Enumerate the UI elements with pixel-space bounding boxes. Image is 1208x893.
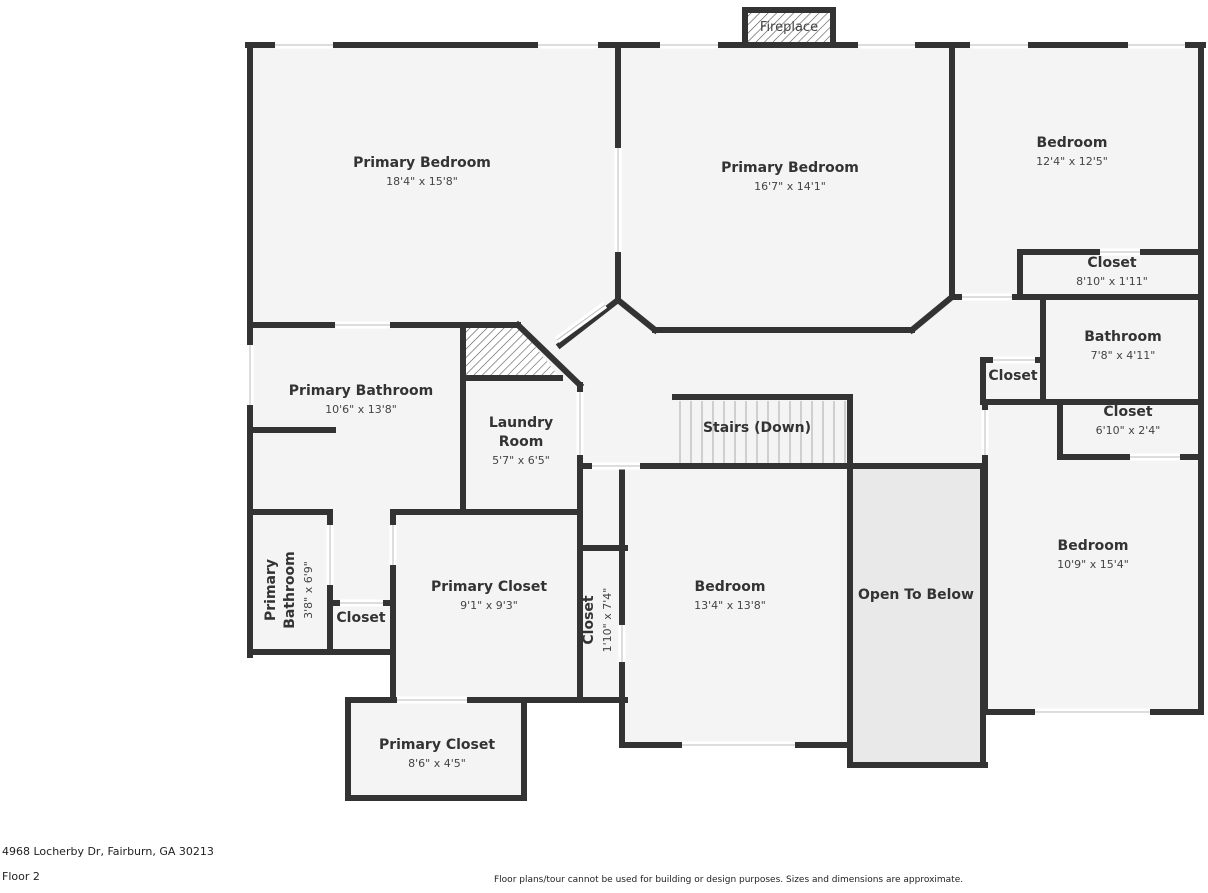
fireplace: Fireplace: [742, 7, 836, 48]
address: 4968 Locherby Dr, Fairburn, GA 30213: [2, 845, 214, 858]
window-line: [556, 304, 606, 341]
room-name: Bedroom: [1037, 135, 1108, 151]
room-closet: Closet 8'10" x 1'11": [1076, 255, 1148, 288]
room-dimensions: 8'6" x 4'5": [408, 757, 466, 770]
room-dimensions: 6'10" x 2'4": [1096, 424, 1161, 437]
room-closet: Closet: [336, 610, 386, 626]
room-name: Closet: [1087, 255, 1137, 271]
room-name: Bedroom: [1058, 538, 1129, 554]
room-primary-closet: Primary Closet 9'1" x 9'3": [431, 579, 547, 612]
room-dimensions: 9'1" x 9'3": [460, 599, 518, 612]
open-to-below-area: [850, 466, 983, 765]
room-bedroom: Bedroom 10'9" x 15'4": [1057, 538, 1129, 571]
room-name: Open To Below: [858, 587, 974, 603]
room-name: Primary: [263, 559, 279, 621]
room-name: Primary Bathroom: [289, 383, 433, 399]
room-name: Closet: [988, 368, 1038, 384]
room-dimensions: 10'9" x 15'4": [1057, 558, 1129, 571]
room-dimensions: 5'7" x 6'5": [492, 454, 550, 467]
room-dimensions: 10'6" x 13'8": [325, 403, 397, 416]
wall: [613, 295, 660, 335]
room-name: Bedroom: [695, 579, 766, 595]
room-primary-bedroom: Primary Bedroom 18'4" x 15'8": [353, 155, 491, 188]
disclaimer: Floor plans/tour cannot be used for buil…: [494, 875, 964, 885]
room-name: Primary Closet: [379, 737, 495, 753]
room-name: Closet: [1103, 404, 1153, 420]
floor-label: Floor 2: [2, 870, 40, 883]
room-name: Closet: [336, 610, 386, 626]
room-name-line2: Room: [499, 434, 544, 450]
room-name: Primary Bedroom: [353, 155, 491, 171]
room-name: Stairs (Down): [703, 420, 811, 436]
room-primary-bathroom: Primary Bathroom 10'6" x 13'8": [289, 383, 433, 416]
room-name: Bathroom: [1084, 329, 1162, 345]
room-stairs-down-: Stairs (Down): [703, 420, 811, 436]
room-dimensions: 8'10" x 1'11": [1076, 275, 1148, 288]
room-dimensions: 12'4" x 12'5": [1036, 155, 1108, 168]
room-dimensions: 16'7" x 14'1": [754, 180, 826, 193]
room-open-to-below: Open To Below: [858, 587, 974, 603]
wall: [555, 295, 623, 350]
room-bathroom: Bathroom 7'8" x 4'11": [1084, 329, 1162, 362]
chase-area: [463, 325, 560, 378]
room-bedroom: Bedroom 13'4" x 13'8": [694, 579, 766, 612]
room-primary-bedroom: Primary Bedroom 16'7" x 14'1": [721, 160, 859, 193]
room-closet: Closet: [988, 368, 1038, 384]
room-closet: Closet 1'10" x 7'4": [581, 588, 614, 653]
room-closet: Closet 6'10" x 2'4": [1096, 404, 1161, 437]
stairs: [679, 401, 846, 463]
room-dimensions: 3'8" x 6'9": [302, 561, 315, 619]
wall: [513, 320, 585, 390]
room-bedroom: Bedroom 12'4" x 12'5": [1036, 135, 1108, 168]
room-name: Primary Closet: [431, 579, 547, 595]
room-name-line2: Bathroom: [282, 551, 298, 629]
room-name: Primary Bedroom: [721, 160, 859, 176]
fireplace-label: Fireplace: [760, 20, 818, 35]
room-name: Closet: [581, 595, 597, 645]
room-name: Laundry: [489, 415, 553, 431]
room-primary-closet: Primary Closet 8'6" x 4'5": [379, 737, 495, 770]
room-dimensions: 7'8" x 4'11": [1091, 349, 1156, 362]
room-dimensions: 18'4" x 15'8": [386, 175, 458, 188]
room-dimensions: 13'4" x 13'8": [694, 599, 766, 612]
wall: [907, 292, 957, 335]
room-dimensions: 1'10" x 7'4": [601, 588, 614, 653]
